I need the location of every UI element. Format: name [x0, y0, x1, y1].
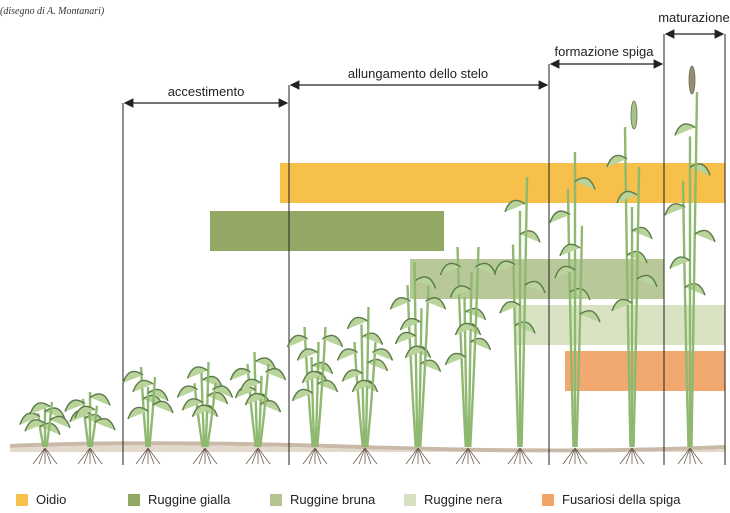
- wheat-plant: [20, 402, 70, 464]
- credit-text: (disegno di A. Montanari): [0, 6, 105, 17]
- legend-label-ruggine-bruna: Ruggine bruna: [290, 492, 375, 507]
- legend-item-ruggine-nera: Ruggine nera: [404, 492, 502, 507]
- phase-label-allungamento: allungamento dello stelo: [348, 66, 488, 81]
- legend-swatch-ruggine-bruna: [270, 494, 282, 506]
- legend-label-ruggine-nera: Ruggine nera: [424, 492, 502, 507]
- legend-swatch-ruggine-nera: [404, 494, 416, 506]
- legend-label-ruggine-gialla: Ruggine gialla: [148, 492, 230, 507]
- legend-swatch-ruggine-gialla: [128, 494, 140, 506]
- legend-swatch-oidio: [16, 494, 28, 506]
- phase-label-accestimento: accestimento: [168, 84, 245, 99]
- band-ruggine-gialla: [210, 211, 444, 251]
- legend-item-fusariosi: Fusariosi della spiga: [542, 492, 681, 507]
- band-oidio: [280, 163, 725, 203]
- legend-label-fusariosi: Fusariosi della spiga: [562, 492, 681, 507]
- phase-label-maturazione: maturazione: [658, 10, 730, 25]
- legend-item-oidio: Oidio: [16, 492, 66, 507]
- wheat-plant: [665, 66, 715, 464]
- wheat-plant: [65, 392, 115, 464]
- legend-item-ruggine-bruna: Ruggine bruna: [270, 492, 375, 507]
- legend: Oidio Ruggine gialla Ruggine bruna Ruggi…: [16, 492, 726, 510]
- wheat-plant: [338, 307, 393, 464]
- legend-label-oidio: Oidio: [36, 492, 66, 507]
- band-fusariosi: [565, 351, 725, 391]
- legend-swatch-fusariosi: [542, 494, 554, 506]
- phase-label-spiga: formazione spiga: [555, 44, 655, 59]
- legend-item-ruggine-gialla: Ruggine gialla: [128, 492, 230, 507]
- growth-stage-diagram: (disegno di A. Montanari) accestimento a…: [0, 0, 730, 490]
